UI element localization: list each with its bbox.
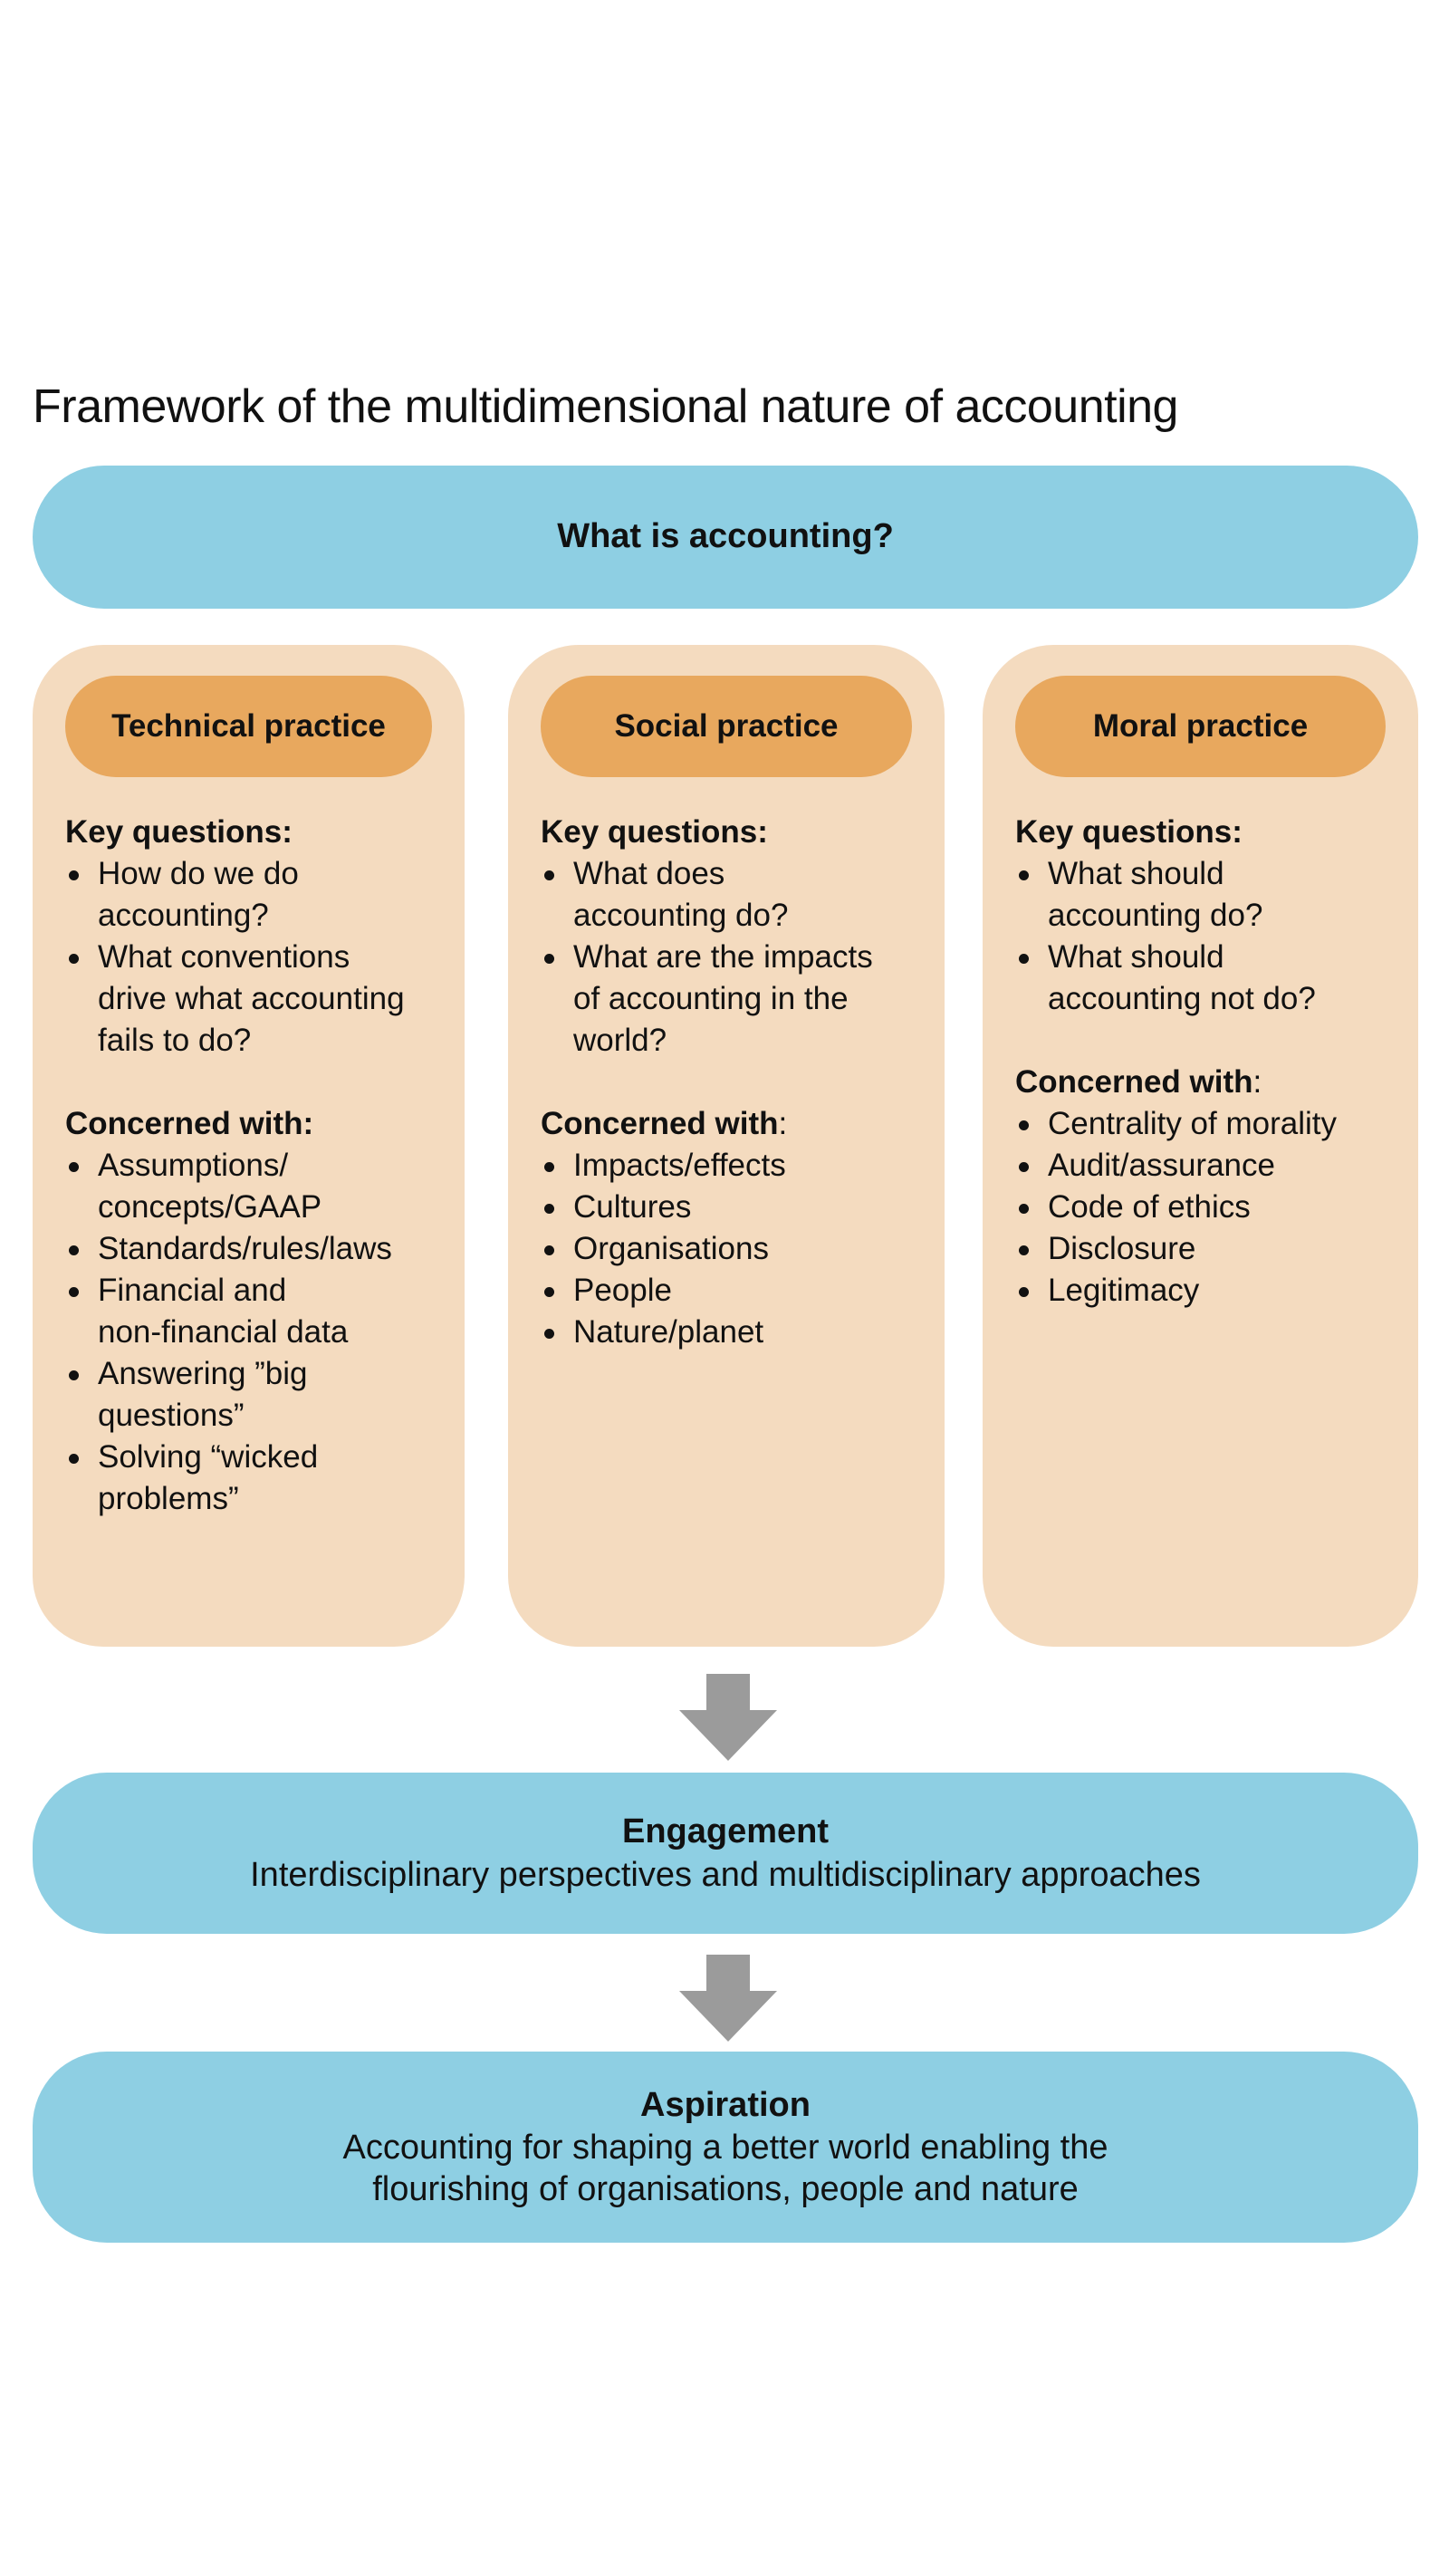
concerned-with-item: Disclosure <box>1015 1228 1386 1270</box>
concerned-with-label: Concerned with: <box>1015 1062 1386 1103</box>
column-heading-pill: Technical practice <box>65 676 432 777</box>
concerned-with-label: Concerned with: <box>65 1103 432 1145</box>
key-questions-label: Key questions: <box>65 814 293 850</box>
concerned-with-item: Cultures <box>541 1187 912 1228</box>
what-is-accounting-banner: What is accounting? <box>33 466 1418 609</box>
concerned-with-item: Centrality of morality <box>1015 1103 1386 1145</box>
banner-heading: What is accounting? <box>557 517 894 556</box>
arrow-down-icon <box>679 1674 777 1761</box>
social-practice-column: Social practice Key questions: What does… <box>508 645 945 1647</box>
concerned-with-item: People <box>541 1270 912 1312</box>
key-question-item: What are the impacts of accounting in th… <box>541 937 912 1062</box>
concerned-with-label-text: Concerned with <box>541 1106 779 1141</box>
key-questions-list: What does accounting do? What are the im… <box>541 853 912 1062</box>
diagram-title: Framework of the multidimensional nature… <box>33 380 1178 433</box>
aspiration-text: Accounting for shaping a better world en… <box>342 2129 1108 2209</box>
concerned-with-list: Centrality of morality Audit/assurance C… <box>1015 1103 1386 1312</box>
key-questions-list: How do we do accounting? What convention… <box>65 853 432 1062</box>
concerned-with-colon: : <box>1252 1064 1262 1100</box>
concerned-with-item: Nature/planet <box>541 1312 912 1353</box>
concerned-with-item: Code of ethics <box>1015 1187 1386 1228</box>
key-question-item: What should accounting not do? <box>1015 937 1386 1020</box>
moral-practice-column: Moral practice Key questions: What shoul… <box>983 645 1418 1647</box>
aspiration-heading: Aspiration <box>640 2085 811 2124</box>
key-question-item: How do we do accounting? <box>65 853 432 937</box>
key-questions-label: Key questions: <box>1015 814 1243 850</box>
concerned-with-list: Assumptions/ concepts/GAAP Standards/rul… <box>65 1145 432 1520</box>
technical-practice-column: Technical practice Key questions: How do… <box>33 645 465 1647</box>
concerned-with-item: Standards/rules/laws <box>65 1228 432 1270</box>
concerned-with-label-text: Concerned with: <box>65 1106 314 1141</box>
key-question-item: What should accounting do? <box>1015 853 1386 937</box>
engagement-heading: Engagement <box>621 1812 830 1851</box>
key-question-item: What does accounting do? <box>541 853 912 937</box>
arrow-down-icon <box>679 1955 777 2042</box>
column-heading-pill: Social practice <box>541 676 912 777</box>
concerned-with-colon: : <box>778 1106 788 1141</box>
concerned-with-item: Assumptions/ concepts/GAAP <box>65 1145 432 1228</box>
key-questions-label: Key questions: <box>541 814 768 850</box>
concerned-with-item: Financial and non-financial data <box>65 1270 432 1353</box>
concerned-with-item: Organisations <box>541 1228 912 1270</box>
key-question-item: What conventions drive what accounting f… <box>65 937 432 1062</box>
concerned-with-item: Solving “wicked problems” <box>65 1437 432 1520</box>
concerned-with-label-text: Concerned with <box>1015 1064 1253 1100</box>
engagement-text: Interdisciplinary perspectives and multi… <box>250 1855 1201 1894</box>
concerned-with-item: Impacts/effects <box>541 1145 912 1187</box>
concerned-with-list: Impacts/effects Cultures Organisations P… <box>541 1145 912 1353</box>
aspiration-banner: Aspiration Accounting for shaping a bett… <box>33 2052 1418 2243</box>
concerned-with-item: Answering ”big questions” <box>65 1353 432 1437</box>
key-questions-list: What should accounting do? What should a… <box>1015 853 1386 1020</box>
concerned-with-label: Concerned with: <box>541 1103 912 1145</box>
engagement-banner: Engagement Interdisciplinary perspective… <box>33 1773 1418 1934</box>
column-heading-pill: Moral practice <box>1015 676 1386 777</box>
concerned-with-item: Legitimacy <box>1015 1270 1386 1312</box>
concerned-with-item: Audit/assurance <box>1015 1145 1386 1187</box>
